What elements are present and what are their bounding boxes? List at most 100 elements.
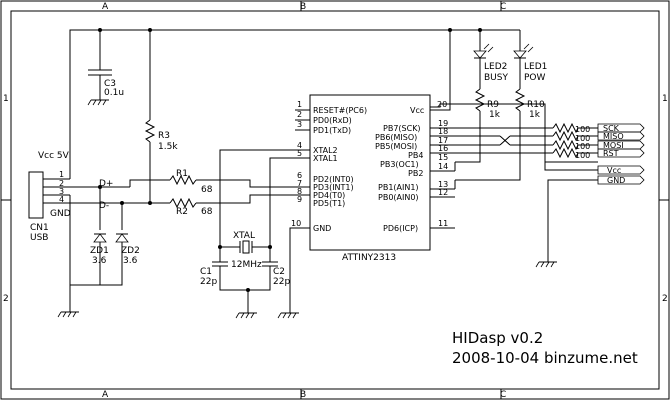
r10-value: 1k (529, 110, 541, 120)
ic-pin-label-14: PB2 (408, 169, 423, 178)
usb-type: USB (30, 233, 48, 243)
conn-signal-gnd: GND (607, 176, 625, 185)
ic-pin-num-11: 11 (438, 219, 448, 228)
ic-pin-label-6: PD2(INT0) (313, 175, 354, 184)
ic-pin-num-9: 9 (297, 195, 302, 204)
drawing-title: HIDasp v0.2 (452, 329, 543, 347)
ic-pin-num-8: 8 (297, 187, 302, 196)
ic-pin-num-4: 4 (297, 141, 302, 150)
programming-connector: 100 100 100 100 SCK MISO MOSI RST Vcc GN… (430, 103, 645, 268)
dminus-label: D- (99, 201, 109, 211)
ic-pin-num-13: 13 (438, 180, 448, 189)
frame-row-1-left: 1 (3, 94, 9, 104)
usb-pin-3: 3 (59, 187, 64, 196)
ic-pin-num-10: 10 (291, 219, 301, 228)
c1-ref: C1 (200, 267, 212, 277)
r3-ref: R3 (158, 131, 170, 141)
c2-value: 22p (273, 277, 290, 287)
ic-pin-label-9: PD5(T1) (313, 199, 345, 208)
dplus-label: D+ (99, 179, 113, 189)
zd2-value: 3.6 (123, 256, 138, 266)
r1-ref: R1 (176, 169, 188, 179)
ic-pin-label-19: PB7(SCK) (383, 124, 421, 133)
ic-pin-num-14: 14 (438, 162, 448, 171)
conn-res-value-rst: 100 (575, 151, 590, 160)
ic-pin-num-3: 3 (297, 120, 302, 129)
ic-pin-label-20: Vcc (410, 106, 424, 115)
usb-vcc-label: Vcc 5V (38, 151, 70, 161)
led2-value: BUSY (484, 73, 508, 83)
conn-res-value-miso: 100 (575, 134, 590, 143)
ic-attiny2313: RESET#(PC6) PD0(RxD) PD1(TxD) XTAL2 XTAL… (291, 94, 455, 263)
ic-pin-label-1: RESET#(PC6) (313, 106, 367, 115)
usb-pin-2: 2 (59, 179, 64, 188)
zd1-value: 3.6 (92, 256, 107, 266)
usb-data-network (57, 174, 310, 318)
r9-ref: R9 (487, 100, 499, 110)
r9-value: 1k (489, 110, 501, 120)
led1-value: POW (524, 73, 546, 83)
r2-value: 68 (201, 207, 213, 217)
ic-pin-num-6: 6 (297, 171, 302, 180)
r10-ref: R10 (527, 100, 545, 110)
usb-pin-4: 4 (59, 195, 64, 204)
ic-pin-num-12: 12 (438, 188, 448, 197)
conn-signal-rst: RST (603, 149, 619, 158)
usb-gnd-label: GND (50, 209, 71, 219)
frame-col-b-bottom: B (300, 390, 306, 400)
conn-res-value-sck: 100 (575, 125, 590, 134)
ic-pin-label-18: PB6(MISO) (375, 133, 417, 142)
frame-col-a-bottom: A (102, 390, 109, 400)
ic-pin-num-2: 2 (297, 110, 302, 119)
xtal-value: 12MHz (231, 260, 262, 270)
ic-pin-num-17: 17 (438, 136, 448, 145)
conn-signal-miso: MISO (603, 132, 624, 141)
ic-pin-num-19: 19 (438, 119, 448, 128)
ic-pin-num-7: 7 (297, 179, 302, 188)
zd1-ref: ZD1 (90, 246, 109, 256)
frame-col-b-top: B (300, 2, 306, 12)
usb-connector: 1 2 3 4 Vcc 5V GND CN1 USB D+ D- (28, 151, 130, 243)
xtal-ref: XTAL (233, 231, 255, 241)
conn-signal-sck: SCK (603, 124, 620, 133)
r2-ref: R2 (176, 207, 188, 217)
crystal-circuit (212, 149, 310, 319)
ic-pin-label-7: PD3(INT1) (313, 183, 354, 192)
ic-pin-label-17: PB5(MOSI) (375, 142, 417, 151)
led2-ref: LED2 (484, 62, 507, 72)
conn-signal-vcc: Vcc (607, 166, 621, 175)
frame-col-c-top: C (500, 2, 506, 12)
vcc-rail (69, 28, 520, 203)
ic-pin-label-15: PB3(OC1) (380, 160, 419, 169)
ic-pin-label-11: PD6(ICP) (383, 224, 418, 233)
led1-ref: LED1 (524, 62, 547, 72)
c3-ref: C3 (104, 79, 116, 89)
frame-row-2-right: 2 (662, 294, 668, 304)
ic-pin-num-5: 5 (297, 149, 302, 158)
ic-pin-label-5: XTAL1 (313, 154, 338, 163)
led-circuits (454, 30, 534, 189)
r3-value: 1.5k (158, 142, 178, 152)
ic-pin-label-12: PB0(AIN0) (378, 193, 419, 202)
r1-value: 68 (201, 185, 213, 195)
ic-pin-num-15: 15 (438, 153, 448, 162)
c2-ref: C2 (273, 267, 285, 277)
ic-pin-num-16: 16 (438, 144, 448, 153)
frame-col-a-top: A (102, 2, 109, 12)
ic-pin-num-1: 1 (297, 100, 302, 109)
ic-pin-label-3: PD1(TxD) (313, 126, 351, 135)
usb-pin-1: 1 (59, 170, 64, 179)
frame-row-1-right: 1 (662, 94, 668, 104)
drawing-date-author: 2008-10-04 binzume.net (452, 349, 638, 367)
conn-signal-mosi: MOSI (603, 141, 624, 150)
ic-pin-label-2: PD0(RxD) (313, 116, 352, 125)
ic-part-name: ATTINY2313 (342, 253, 396, 263)
ic-pin-label-13: PB1(AIN1) (378, 183, 419, 192)
zd2-ref: ZD2 (121, 246, 140, 256)
frame-row-2-left: 2 (3, 294, 9, 304)
ic-pin-num-18: 18 (438, 127, 448, 136)
usb-ref: CN1 (30, 223, 49, 233)
ic-pin-label-16: PB4 (408, 151, 423, 160)
c1-value: 22p (200, 277, 217, 287)
